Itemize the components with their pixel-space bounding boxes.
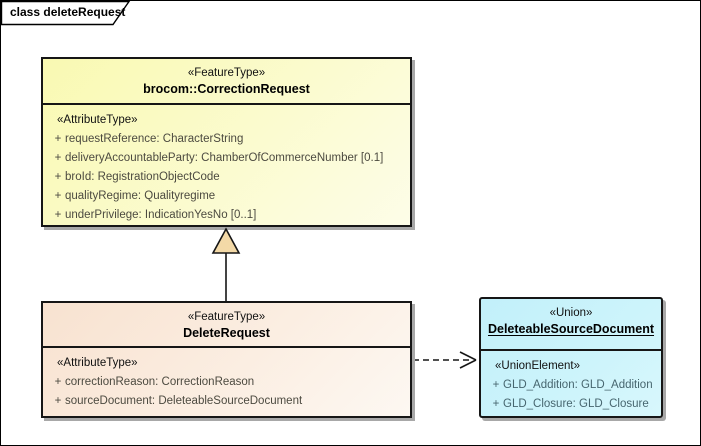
diagram-title: class deleteRequest xyxy=(10,5,126,19)
attribute-row: + deliveryAccountableParty: ChamberOfCom… xyxy=(43,149,410,168)
attribute-row: + GLD_Addition: GLD_Addition xyxy=(481,376,661,395)
dependency-arrow[interactable] xyxy=(412,349,480,371)
class-union-header: «Union» DeleteableSourceDocument xyxy=(481,299,661,351)
attribute-stereotype: «UnionElement» xyxy=(495,360,581,372)
attribute-text: correctionReason: CorrectionReason xyxy=(65,376,255,388)
attribute-text: deliveryAccountableParty: ChamberOfComme… xyxy=(65,152,384,164)
attribute-row: + broId: RegistrationObjectCode xyxy=(43,168,410,187)
visibility-symbol: + xyxy=(492,398,500,410)
attribute-text: broId: RegistrationObjectCode xyxy=(65,171,220,183)
attribute-text: GLD_Closure: GLD_Closure xyxy=(503,398,649,410)
stereotype-label: «FeatureType» xyxy=(187,311,266,323)
class-deleteable-source-document[interactable]: «Union» DeleteableSourceDocument «UnionE… xyxy=(479,297,663,418)
attribute-stereotype: «AttributeType» xyxy=(57,357,138,369)
class-name: DeleteRequest xyxy=(183,326,270,340)
visibility-symbol: + xyxy=(54,376,62,388)
class-correction-request[interactable]: «FeatureType» brocom::CorrectionRequest … xyxy=(41,57,412,227)
visibility-symbol: + xyxy=(54,209,62,221)
generalization-arrow[interactable] xyxy=(209,227,243,303)
class-correction-request-header: «FeatureType» brocom::CorrectionRequest xyxy=(43,59,410,105)
attribute-text: GLD_Addition: GLD_Addition xyxy=(503,379,653,391)
class-delete-request-header: «FeatureType» DeleteRequest xyxy=(43,303,410,348)
attribute-text: requestReference: CharacterString xyxy=(65,133,244,145)
visibility-symbol: + xyxy=(492,379,500,391)
visibility-symbol: + xyxy=(54,190,62,202)
class-delete-request[interactable]: «FeatureType» DeleteRequest «AttributeTy… xyxy=(41,301,412,418)
class-union-attributes: «UnionElement» + GLD_Addition: GLD_Addit… xyxy=(481,351,661,414)
attribute-row: + correctionReason: CorrectionReason xyxy=(43,373,410,392)
attribute-text: qualityRegime: Qualityregime xyxy=(65,190,216,202)
frame-tab-shape xyxy=(1,1,131,26)
stereotype-label: «Union» xyxy=(549,307,593,319)
attribute-row: + GLD_Closure: GLD_Closure xyxy=(481,395,661,414)
visibility-symbol: + xyxy=(54,171,62,183)
visibility-symbol: + xyxy=(54,152,62,164)
class-name: DeleteableSourceDocument xyxy=(487,322,655,336)
class-name: brocom::CorrectionRequest xyxy=(143,82,310,96)
attribute-row: + underPrivilege: IndicationYesNo [0..1] xyxy=(43,206,410,225)
attribute-row: + requestReference: CharacterString xyxy=(43,130,410,149)
class-correction-request-attributes: «AttributeType» + requestReference: Char… xyxy=(43,105,410,225)
visibility-symbol: + xyxy=(54,395,62,407)
attribute-text: sourceDocument: DeleteableSourceDocument xyxy=(65,395,303,407)
attribute-row: + sourceDocument: DeleteableSourceDocume… xyxy=(43,392,410,411)
stereotype-label: «FeatureType» xyxy=(187,67,266,79)
attribute-stereotype: «AttributeType» xyxy=(57,114,138,126)
class-delete-request-attributes: «AttributeType» + correctionReason: Corr… xyxy=(43,348,410,411)
attribute-text: underPrivilege: IndicationYesNo [0..1] xyxy=(65,209,257,221)
frame-title-tab: class deleteRequest xyxy=(1,1,133,26)
attribute-row: + qualityRegime: Qualityregime xyxy=(43,187,410,206)
visibility-symbol: + xyxy=(54,133,62,145)
